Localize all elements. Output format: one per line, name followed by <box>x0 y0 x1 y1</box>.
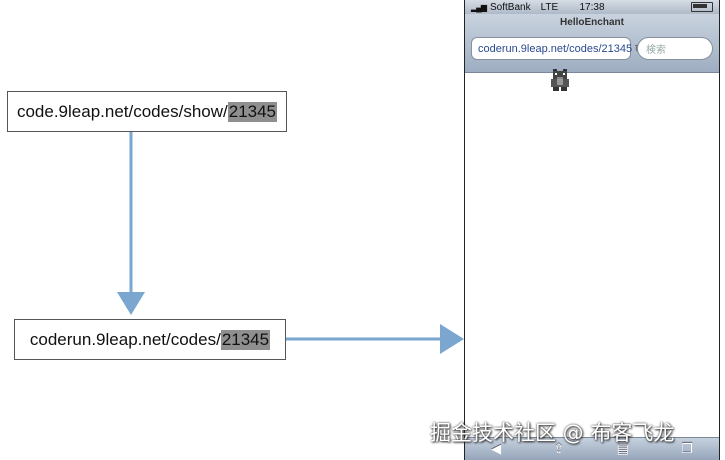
address-text: coderun.9leap.net/codes/21345 <box>478 42 633 55</box>
bear-sprite <box>551 69 569 91</box>
run-url-prefix: coderun.9leap.net/codes/ <box>29 329 221 349</box>
carrier-label: SoftBank <box>489 1 531 13</box>
pages-icon[interactable]: ❐ <box>681 441 693 456</box>
run-url-id: 21345 <box>220 329 271 350</box>
source-url-prefix: code.9leap.net/codes/show/ <box>16 101 228 121</box>
down-arrow <box>117 132 145 315</box>
browser-nav-bar: HelloEnchant coderun.9leap.net/codes/213… <box>465 14 719 73</box>
address-bar[interactable]: coderun.9leap.net/codes/21345 ↻ <box>471 37 644 60</box>
search-field[interactable]: 検索 <box>637 37 713 60</box>
source-url-id: 21345 <box>227 101 278 122</box>
right-arrow <box>286 324 464 354</box>
phone-screen: ▂▄▆ SoftBank LTE 17:38 HelloEnchant code… <box>464 0 720 460</box>
signal-icon: ▂▄▆ <box>471 2 487 12</box>
status-bar: ▂▄▆ SoftBank LTE 17:38 <box>465 0 719 14</box>
search-placeholder: 検索 <box>646 45 666 56</box>
page-title: HelloEnchant <box>560 17 624 28</box>
battery-icon <box>691 2 713 12</box>
back-icon[interactable]: ◀ <box>491 441 502 456</box>
watermark: 掘金技术社区 @ 布客飞龙 <box>430 421 675 445</box>
bookmarks-icon[interactable]: ▤ <box>616 441 629 456</box>
source-url-box: code.9leap.net/codes/show/21345 <box>7 91 287 132</box>
run-url-box: coderun.9leap.net/codes/21345 <box>14 319 286 360</box>
browser-toolbar: ◀ ⇪ ▤ ❐ <box>465 437 719 460</box>
share-icon[interactable]: ⇪ <box>553 441 565 456</box>
network-label: LTE <box>540 1 559 13</box>
